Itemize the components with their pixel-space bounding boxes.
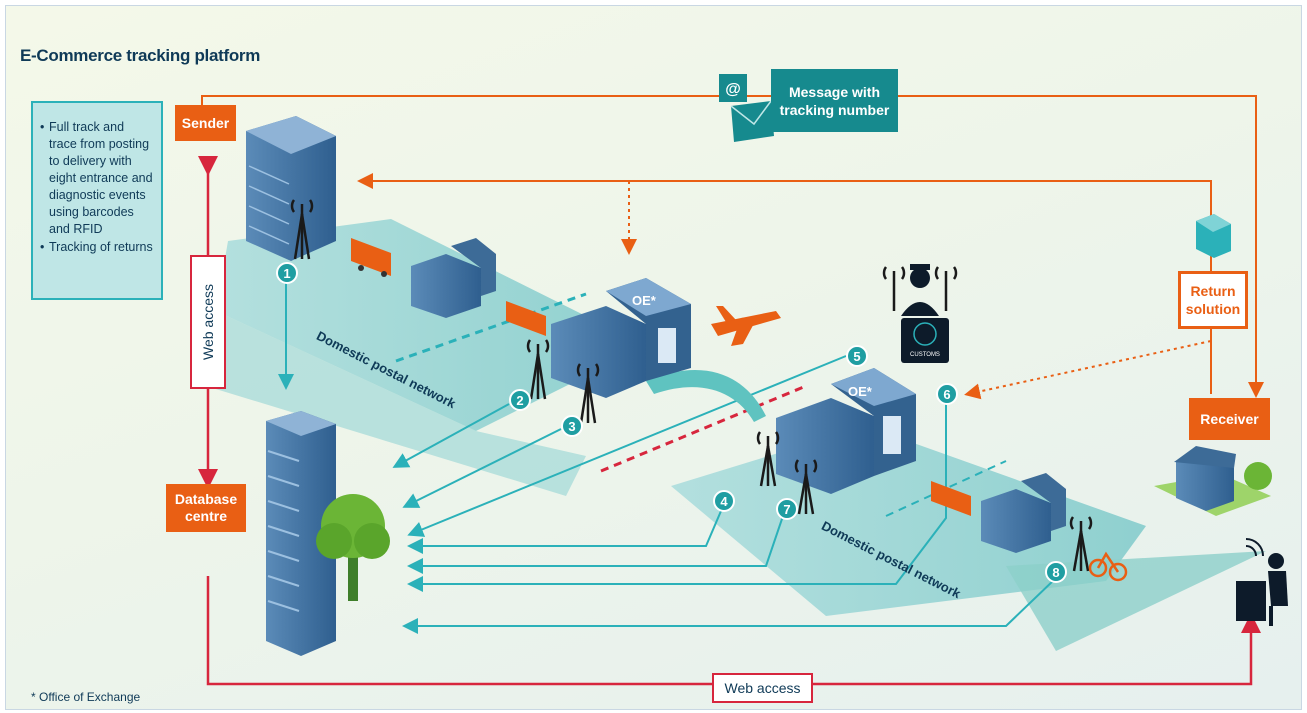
airplane-icon [711, 306, 781, 346]
info-item-1: Full track and trace from posting to del… [40, 119, 155, 238]
event-number-2: 2 [516, 393, 523, 408]
return-solution-box: Return solution [1178, 271, 1248, 329]
database-tower-icon [266, 411, 336, 656]
web-access-horizontal-box: Web access [712, 673, 813, 703]
computer-user-icon [1236, 538, 1288, 626]
event-marker-4: 4 [713, 490, 735, 512]
diagram-frame: 1 2 3 4 5 6 7 8 OE* OE* CUSTOMS @ E-Comm… [5, 5, 1302, 710]
customs-officer-icon [901, 264, 949, 363]
warehouse-icon-1 [411, 238, 496, 318]
receiver-box: Receiver [1189, 398, 1270, 440]
oe-building-icon-2 [776, 368, 916, 494]
event-number-6: 6 [943, 387, 950, 402]
parcel-icon [1196, 214, 1231, 258]
antenna-icons [290, 199, 1093, 572]
event-number-1: 1 [283, 266, 290, 281]
message-box: Message with tracking number [771, 69, 898, 132]
oe-label-2: OE* [848, 384, 873, 399]
event-marker-7: 7 [776, 498, 798, 520]
event-number-7: 7 [783, 502, 790, 517]
email-icon [719, 74, 774, 142]
border-line-1 [395, 292, 587, 363]
border-line-2 [600, 384, 807, 473]
event-marker-5: 5 [846, 345, 868, 367]
customs-label: CUSTOMS [910, 352, 940, 358]
sender-building-icon [246, 116, 336, 261]
bicycle-icon [1088, 551, 1128, 582]
oe-building-icon-1 [551, 278, 691, 398]
return-dotted-line-2 [964, 340, 1212, 400]
international-transfer-arrow [646, 369, 766, 422]
truck-icon-1 [351, 238, 391, 277]
page-title: E-Commerce tracking platform [20, 46, 261, 65]
receiver-house-icon [1154, 446, 1272, 516]
event-number-5: 5 [853, 349, 860, 364]
oe-label-1: OE* [632, 293, 657, 308]
event-marker-8: 8 [1045, 561, 1067, 583]
info-item-2: Tracking of returns [40, 239, 155, 256]
info-box: Full track and trace from posting to del… [31, 101, 163, 300]
tree-icon [316, 494, 390, 601]
truck-icon-3 [931, 481, 971, 516]
web-access-vertical-label: Web access [200, 284, 216, 360]
at-sign: @ [725, 81, 741, 98]
tracking-diagram: 1 2 3 4 5 6 7 8 OE* OE* CUSTOMS @ [198, 74, 1288, 686]
event-number-3: 3 [568, 419, 575, 434]
event-marker-6: 6 [936, 383, 958, 405]
event-lines [278, 281, 1057, 634]
warehouse-icon-2 [981, 473, 1066, 553]
event-marker-1: 1 [276, 262, 298, 284]
event-marker-2: 2 [509, 389, 531, 411]
footnote: * Office of Exchange [31, 690, 141, 704]
event-number-4: 4 [720, 494, 728, 509]
database-centre-box: Database centre [166, 484, 246, 532]
event-markers: 1 2 3 4 5 6 7 8 [276, 262, 1067, 583]
domestic-network-road-2 [671, 426, 1266, 651]
web-access-vertical-box: Web access [190, 255, 226, 389]
sender-box: Sender [175, 105, 236, 141]
truck-icon-2 [506, 301, 546, 336]
event-number-8: 8 [1052, 565, 1059, 580]
event-marker-3: 3 [561, 415, 583, 437]
